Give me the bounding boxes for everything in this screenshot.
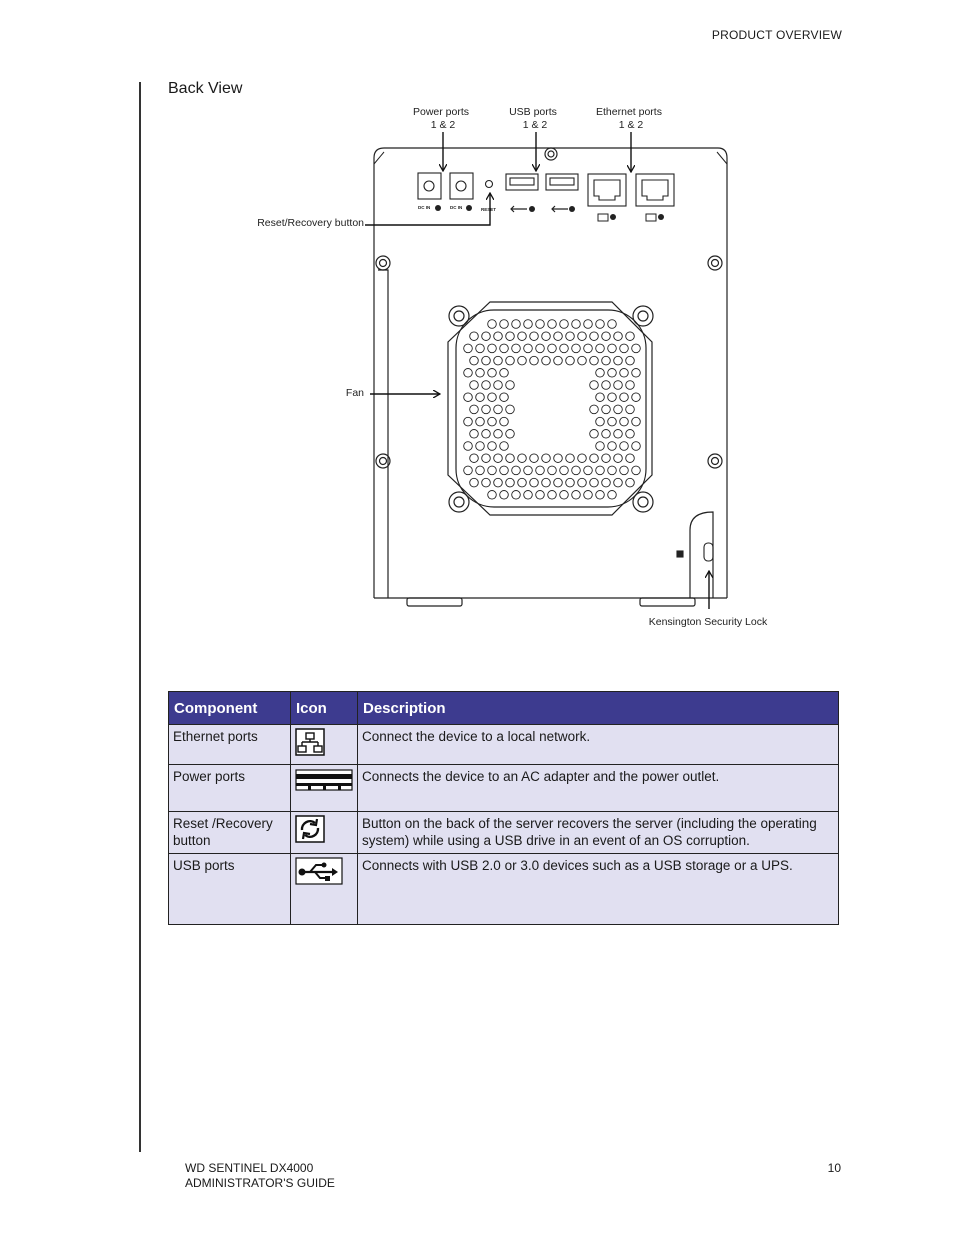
component-cell: Power ports <box>168 764 291 812</box>
component-cell: Reset /Recovery button <box>168 811 291 854</box>
svg-text:DC IN: DC IN <box>450 205 462 210</box>
component-table: Component Icon Description Ethernet port… <box>168 691 839 925</box>
table-row: USB ports Connects with USB 2.0 or 3.0 d… <box>168 853 839 925</box>
section-title: Back View <box>168 80 243 97</box>
table-row: Power ports Connects the device to an AC… <box>168 764 839 812</box>
footer-line-1: WD SENTINEL DX4000 <box>185 1161 314 1175</box>
icon-cell <box>290 811 358 854</box>
component-cell: Ethernet ports <box>168 724 291 765</box>
footer-guide-title: WD SENTINEL DX4000 ADMINISTRATOR'S GUIDE <box>185 1161 335 1191</box>
power-ports-label-2: 1 & 2 <box>431 119 456 131</box>
fan <box>447 301 654 516</box>
usb-ports-label-1: USB ports <box>509 106 557 118</box>
port-panel-labels: DC IN DC IN RESET <box>418 205 664 222</box>
ethernet-ports-label-2: 1 & 2 <box>619 119 644 131</box>
kensington-slot <box>676 542 714 562</box>
description-cell: Connects with USB 2.0 or 3.0 devices suc… <box>357 853 839 925</box>
ethernet-ports-label-1: Ethernet ports <box>596 106 662 118</box>
description-cell: Connect the device to a local network. <box>357 724 839 765</box>
kensington-label: Kensington Security Lock <box>649 616 768 628</box>
icon-cell <box>290 724 358 765</box>
fan-label: Fan <box>346 387 364 399</box>
icon-cell <box>290 853 358 925</box>
table-row: Reset /Recovery button Button on the bac… <box>168 811 839 854</box>
device-back-panel <box>373 147 728 607</box>
column-header-component: Component <box>168 691 291 725</box>
margin-rule <box>139 82 141 1152</box>
table-header-row: Component Icon Description <box>168 691 839 725</box>
back-view-diagram: Power ports 1 & 2 USB ports 1 & 2 Ethern… <box>250 100 780 640</box>
svg-text:DC IN: DC IN <box>418 205 430 210</box>
table-row: Ethernet ports Connect the device to a l… <box>168 724 839 765</box>
reset-button-label: Reset/Recovery button <box>257 217 364 229</box>
recovery-icon <box>295 815 325 847</box>
power-ports-label-1: Power ports <box>413 106 469 118</box>
power-port-icon <box>295 768 353 796</box>
column-header-description: Description <box>357 691 839 725</box>
page-number: 10 <box>827 1161 841 1175</box>
column-header-icon: Icon <box>290 691 358 725</box>
port-panel <box>417 172 675 207</box>
footer-line-2: ADMINISTRATOR'S GUIDE <box>185 1176 335 1190</box>
ethernet-icon <box>295 728 325 760</box>
usb-icon <box>295 857 343 889</box>
icon-cell <box>290 764 358 812</box>
component-cell: USB ports <box>168 853 291 925</box>
page-header: PRODUCT OVERVIEW <box>711 28 842 42</box>
fan-grille <box>463 319 641 500</box>
description-cell: Button on the back of the server recover… <box>357 811 839 854</box>
usb-ports-label-2: 1 & 2 <box>523 119 548 131</box>
svg-text:RESET: RESET <box>481 207 496 212</box>
description-cell: Connects the device to an AC adapter and… <box>357 764 839 812</box>
